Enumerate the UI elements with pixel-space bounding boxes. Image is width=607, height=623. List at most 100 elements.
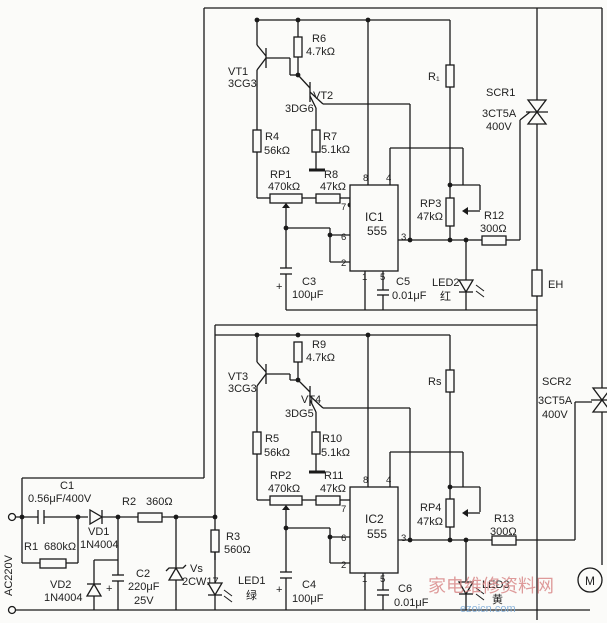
rp1-label: RP1 <box>270 169 291 181</box>
vt3-label: VT3 <box>228 371 248 383</box>
vd2-label: VD2 <box>50 579 71 591</box>
ac-terminal-bottom <box>7 605 17 615</box>
c3-label: C3 <box>302 276 316 288</box>
vt1-label: VT1 <box>228 66 248 78</box>
ic1-pin6: 6 <box>341 232 346 243</box>
scr2-triac <box>591 387 607 402</box>
vd2-part: 1N4004 <box>44 592 83 604</box>
r12-value: 300Ω <box>480 223 507 235</box>
scr1-part: 3CT5A <box>482 108 517 120</box>
r5-label: R5 <box>265 433 279 445</box>
ic2-part: 555 <box>367 527 387 541</box>
vs-zener <box>167 566 185 581</box>
watermark: 家电维修资料网 ezoicn.com <box>428 576 554 615</box>
r5-value: 56kΩ <box>264 447 290 459</box>
vd1-diode <box>89 508 104 526</box>
r1-label: R1 <box>24 541 38 553</box>
power-supply: AC220V C1 0.56μF/400V R1 680kΩ VD1 1N400… <box>3 478 266 615</box>
r4-label: R4 <box>265 131 279 143</box>
ic1-pin8: 8 <box>363 173 368 184</box>
c3-value: 100μF <box>292 289 324 301</box>
ic2-pin7: 7 <box>341 504 346 515</box>
c6-label: C6 <box>398 583 412 595</box>
led2-color: 红 <box>440 290 451 303</box>
r11-value: 47kΩ <box>320 483 346 495</box>
c2-voltage: 25V <box>134 595 154 607</box>
c1-label: C1 <box>60 480 74 492</box>
led1-diode <box>206 582 224 597</box>
r8-value: 47kΩ <box>320 181 346 193</box>
rp3-label: RP3 <box>420 198 441 210</box>
ac-supply-label: AC220V <box>3 554 15 596</box>
ic1-pin4: 4 <box>386 173 391 184</box>
r7-label: R7 <box>323 131 337 143</box>
eh-heater <box>531 269 543 297</box>
r13-label: R13 <box>494 513 514 525</box>
r1-value: 680kΩ <box>44 541 76 553</box>
led2-diode <box>457 279 475 294</box>
c6-value: 0.01μF <box>394 597 429 609</box>
lower-stage: R9 4.7kΩ VT3 3CG3 VT4 3DG5 R5 56kΩ R10 5… <box>215 332 607 610</box>
r6-resistor <box>293 36 303 58</box>
r1-top-resistor <box>445 64 455 88</box>
ic2-pin8: 8 <box>363 475 368 486</box>
ic2-pin6: 6 <box>341 533 346 544</box>
c4-value: 100μF <box>292 593 324 605</box>
motor <box>577 567 603 593</box>
ac-terminal-top <box>7 512 17 522</box>
watermark-url: ezoicn.com <box>460 603 516 615</box>
rp2-value: 470kΩ <box>268 483 300 495</box>
r7-value: 5.1kΩ <box>321 144 350 156</box>
r5-resistor <box>252 431 262 455</box>
r6-value: 4.7kΩ <box>306 46 335 58</box>
rp1-value: 470kΩ <box>268 181 300 193</box>
led3-color: 黄 <box>492 592 503 606</box>
led3-label: LED3 <box>482 579 510 591</box>
vt2-label: VT2 <box>313 90 333 102</box>
c5-label: C5 <box>396 276 410 288</box>
rp4-pot <box>445 498 455 528</box>
rp3-pot <box>445 197 455 227</box>
vt1-part: 3CG3 <box>228 78 257 90</box>
ic1-pin7: 7 <box>341 202 346 213</box>
r6-label: R6 <box>312 33 326 45</box>
vd2-diode <box>85 582 103 597</box>
vd1-part: 1N4004 <box>80 539 119 551</box>
ic2-pin2: 2 <box>341 560 346 571</box>
ic2-label: IC2 <box>365 512 384 526</box>
ic2-pin3: 3 <box>401 533 406 544</box>
r4-value: 56kΩ <box>264 145 290 157</box>
led2-label: LED2 <box>432 277 460 289</box>
ic1-pin3: 3 <box>401 232 406 243</box>
r1-top-label: R₁ <box>428 71 440 83</box>
rp4-label: RP4 <box>420 502 441 514</box>
vs-label: Vs <box>190 563 203 575</box>
rp2-pot <box>269 495 303 506</box>
upper-stage: R6 4.7kΩ VT1 3CG3 VT2 3DG6 R4 56kΩ R7 5.… <box>228 17 563 311</box>
c4-label: C4 <box>302 579 316 591</box>
r4-resistor <box>252 129 262 153</box>
eh-label: EH <box>548 279 563 291</box>
ic2-pin4: 4 <box>386 475 391 486</box>
r13-value: 300Ω <box>490 526 517 538</box>
r12-resistor <box>481 235 507 246</box>
rs-label: Rs <box>428 376 442 388</box>
r1-resistor <box>39 558 67 569</box>
led3-diode <box>457 581 475 596</box>
ic1-label: IC1 <box>365 210 384 224</box>
vt2-part: 3DG6 <box>285 103 314 115</box>
rs-resistor <box>445 369 455 393</box>
ic1-pin2: 2 <box>341 258 346 269</box>
r2-label: R2 <box>122 496 136 508</box>
motor-label: M <box>585 574 595 588</box>
r10-value: 5.1kΩ <box>321 447 350 459</box>
ic1-part: 555 <box>367 224 387 238</box>
scr2-voltage: 400V <box>542 409 568 421</box>
vt4-part: 3DG5 <box>285 408 314 420</box>
rp3-value: 47kΩ <box>417 211 443 223</box>
ic1-chip <box>349 184 399 272</box>
vd1-label: VD1 <box>88 526 109 538</box>
r7-resistor <box>311 129 321 153</box>
r11-resistor <box>315 495 341 506</box>
watermark-text: 家电维修资料网 <box>428 576 554 597</box>
